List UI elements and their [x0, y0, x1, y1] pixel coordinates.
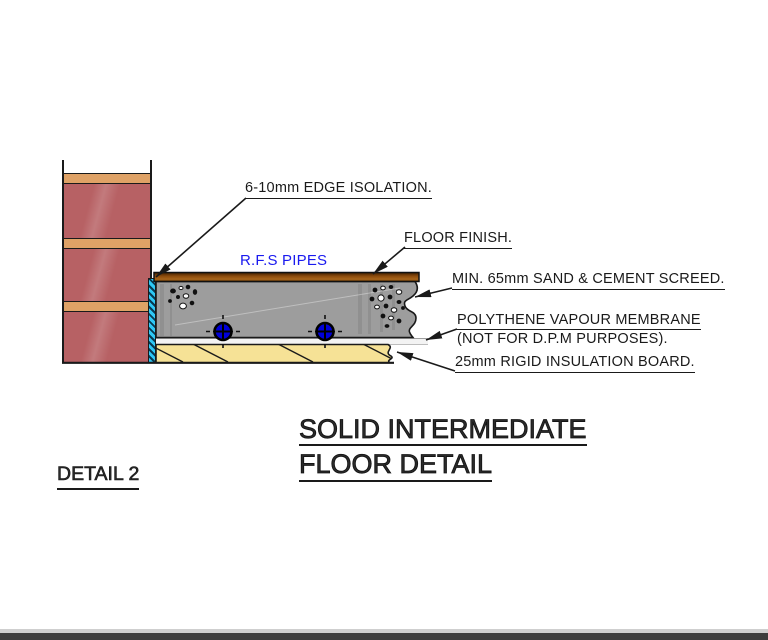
detail-number-text: DETAIL 2 — [57, 463, 140, 490]
drawing-title: SOLID INTERMEDIATE FLOOR DETAIL — [299, 414, 587, 486]
label-floor-finish: FLOOR FINISH. — [404, 230, 513, 249]
brick-wall — [62, 160, 152, 363]
mortar-joint — [64, 238, 150, 249]
label-vapour-membrane-line1: POLYTHENE VAPOUR MEMBRANE — [457, 312, 701, 330]
brick-course — [64, 312, 150, 363]
aggregate-speckles — [168, 284, 405, 328]
window-bottom-bar — [0, 633, 768, 640]
mortar-joint — [64, 301, 150, 312]
insulation-board-layer — [155, 343, 393, 364]
leader-membrane — [425, 328, 458, 341]
label-screed: MIN. 65mm SAND & CEMENT SCREED. — [452, 271, 725, 290]
pipe-symbol — [308, 315, 342, 348]
label-insulation: 25mm RIGID INSULATION BOARD. — [455, 354, 695, 373]
mortar-joint — [64, 173, 150, 184]
leader-floor-finish — [372, 246, 406, 275]
leader-lines — [155, 197, 458, 372]
label-rfs-pipes: R.F.S PIPES — [240, 252, 328, 269]
label-vapour-membrane-line2: (NOT FOR D.P.M PURPOSES). — [457, 330, 668, 347]
leader-screed — [414, 287, 453, 298]
drawing-title-line1: SOLID INTERMEDIATE — [299, 414, 587, 447]
leader-edge-isolation — [155, 197, 247, 278]
brick-course — [64, 184, 150, 238]
pipe-symbol — [206, 315, 240, 348]
brick-course — [64, 249, 150, 301]
label-edge-isolation: 6-10mm EDGE ISOLATION. — [245, 180, 433, 199]
window-bottom-edge — [0, 629, 768, 633]
leader-insulation — [396, 351, 456, 372]
label-vapour-membrane: POLYTHENE VAPOUR MEMBRANE (NOT FOR D.P.M… — [457, 312, 701, 347]
floor-finish-layer — [153, 271, 420, 283]
detail-number-label: DETAIL 2 — [57, 463, 140, 490]
drawing-title-line2: FLOOR DETAIL — [299, 450, 492, 482]
